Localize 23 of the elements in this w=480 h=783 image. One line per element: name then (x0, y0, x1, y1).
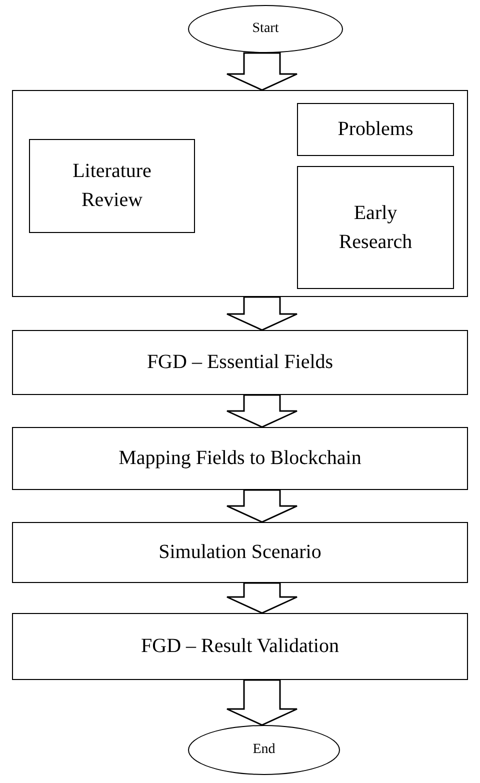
node-label: Early Research (338, 200, 414, 254)
node-label: Simulation Scenario (158, 540, 322, 565)
block-arrow (226, 52, 298, 91)
node-label: Start (252, 20, 279, 38)
process-box (12, 522, 468, 583)
node-label: Literature Review (72, 159, 152, 213)
block-arrow (226, 394, 298, 428)
block-arrow (226, 489, 298, 523)
process-box (12, 613, 468, 680)
block-arrow (226, 296, 298, 331)
node-label: FGD – Result Validation (141, 634, 339, 659)
process-box (297, 166, 454, 289)
node-label: End (252, 740, 276, 759)
node-label: Mapping Fields to Blockchain (118, 446, 362, 471)
process-box (12, 427, 468, 490)
group-box (12, 90, 468, 297)
process-box (29, 139, 195, 233)
node-label: Problems (338, 117, 414, 142)
block-arrow (226, 582, 298, 614)
node-label: FGD – Essential Fields (146, 350, 334, 375)
process-box (297, 103, 454, 156)
block-arrow (226, 679, 298, 726)
process-box (12, 330, 468, 395)
